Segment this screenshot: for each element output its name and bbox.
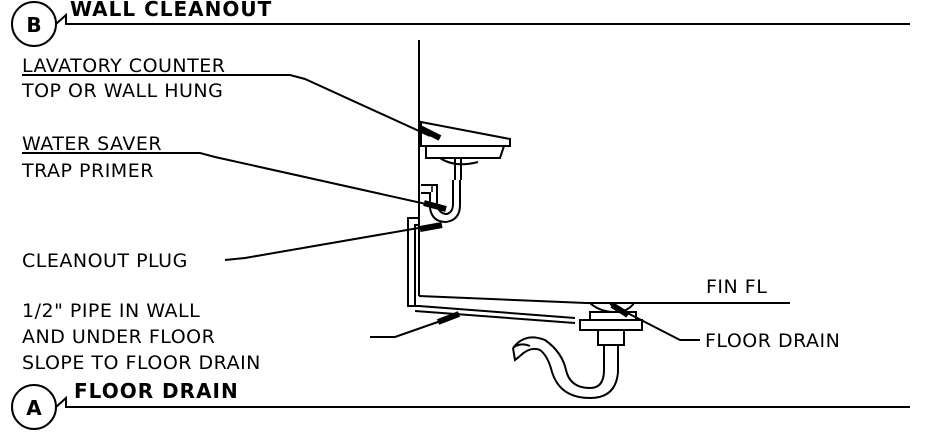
label-water-saver-line1: WATER SAVER <box>22 133 162 155</box>
leader-floor-drain <box>609 303 700 341</box>
leader-pipe <box>370 315 456 338</box>
lavatory-counter <box>420 120 511 180</box>
detail-b-title-underline <box>55 12 910 25</box>
label-cleanout-plug: CLEANOUT PLUG <box>22 250 188 272</box>
label-pipe-line3: SLOPE TO FLOOR DRAIN <box>22 352 261 374</box>
finished-floor-line <box>418 295 587 304</box>
label-floor-drain-callout: FLOOR DRAIN <box>705 330 840 352</box>
leader-cleanout <box>224 225 431 261</box>
cleanout-inner <box>414 224 419 306</box>
label-pipe-line2: AND UNDER FLOOR <box>22 326 215 348</box>
label-lavatory-line2: TOP OR WALL HUNG <box>21 80 223 102</box>
detail-b-title: WALL CLEANOUT <box>70 0 272 21</box>
label-pipe-line1: 1/2" PIPE IN WALL <box>22 300 200 322</box>
sloped-pipe <box>408 305 576 319</box>
floor-drain-assembly <box>512 302 643 400</box>
detail-a-bubble-letter: A <box>26 396 42 420</box>
detail-a-header: A FLOOR DRAIN <box>11 379 910 430</box>
cleanout-body <box>407 217 419 307</box>
label-lavatory-line1: LAVATORY COUNTER <box>22 55 225 77</box>
leader-lavatory <box>22 74 431 137</box>
detail-b-header: B WALL CLEANOUT <box>11 0 910 47</box>
detail-b-bubble-letter: B <box>26 13 41 37</box>
label-water-saver-line2: TRAP PRIMER <box>21 160 154 182</box>
leader-water-saver <box>22 152 436 207</box>
detail-a-title: FLOOR DRAIN <box>74 379 239 403</box>
label-fin-fl: FIN FL <box>706 276 767 298</box>
detail-a-title-underline <box>55 395 910 408</box>
